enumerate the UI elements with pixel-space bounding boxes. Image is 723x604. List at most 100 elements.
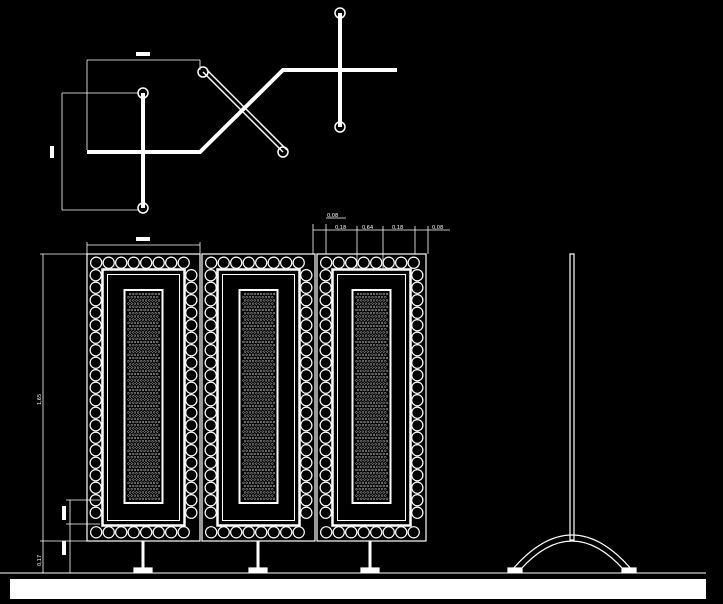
perforation-dot — [252, 436, 255, 440]
ring-circle — [407, 256, 420, 269]
perforation-dot — [268, 296, 271, 299]
perforation-dot — [143, 366, 146, 369]
perforation-dot — [384, 462, 387, 465]
perforation-dot — [358, 340, 361, 344]
perforation-dot — [379, 324, 382, 328]
perforation-dot — [264, 494, 267, 497]
perforation-dot — [271, 436, 274, 440]
perforation-dot — [244, 376, 247, 379]
perforation-dot — [361, 411, 364, 414]
perforation-dot — [272, 369, 275, 372]
perforation-dot — [127, 302, 130, 305]
perforation-dot — [153, 379, 156, 382]
perforation-dot — [151, 433, 154, 436]
ring-circle — [411, 344, 424, 357]
perforation-dot — [255, 449, 258, 452]
perforation-dot — [272, 427, 275, 430]
perforation-dot — [369, 478, 372, 481]
perforation-dot — [374, 398, 377, 401]
perforation-dot — [145, 312, 148, 315]
perforation-dot — [376, 484, 379, 488]
perforation-dot — [244, 344, 247, 347]
perforation-dot — [376, 344, 379, 347]
perforation-dot — [272, 452, 275, 456]
perforation-dot — [154, 401, 157, 404]
perforation-dot — [263, 497, 266, 500]
perforation-dot — [271, 468, 274, 472]
perforation-dot — [266, 478, 269, 481]
perforation-dot — [256, 440, 259, 443]
perforation-dot — [269, 484, 272, 488]
perforation-dot — [365, 308, 368, 312]
perforation-dot — [268, 379, 271, 382]
perforation-dot — [358, 404, 361, 408]
perforation-dot — [247, 395, 250, 398]
perforation-dot — [266, 292, 269, 296]
perforation-dot — [268, 308, 271, 312]
perforation-dot — [374, 366, 377, 369]
perforation-dot — [376, 465, 379, 468]
perforation-dot — [133, 475, 136, 478]
ring-circle — [164, 256, 178, 269]
perforation-dot — [244, 401, 247, 404]
ring-circle — [89, 281, 102, 294]
perforation-dot — [151, 472, 154, 475]
perforation-dot — [272, 408, 275, 411]
perforation-dot — [385, 299, 388, 302]
ring-circle — [204, 394, 217, 407]
perforation-dot — [248, 340, 251, 344]
ring-circle — [139, 256, 153, 269]
perforation-dot — [377, 417, 380, 420]
perforation-dot — [361, 449, 364, 452]
perforation-dot — [252, 385, 255, 388]
ring-circle — [204, 481, 217, 494]
perforation-dot — [247, 299, 250, 302]
perforation-dot — [361, 296, 364, 299]
perforation-dot — [258, 302, 261, 305]
perforation-dot — [151, 420, 154, 424]
perforation-dot — [368, 379, 371, 382]
perforation-dot — [366, 497, 369, 500]
perforation-dot — [140, 411, 143, 414]
perforation-dot — [371, 302, 374, 305]
perforation-dot — [245, 424, 248, 427]
perforation-dot — [154, 331, 157, 334]
perforation-dot — [385, 484, 388, 488]
perforation-dot — [258, 321, 261, 324]
perforation-dot — [385, 478, 388, 481]
perforation-dot — [268, 481, 271, 484]
perforation-dot — [368, 417, 371, 420]
ring-circle — [185, 281, 198, 294]
perforation-dot — [360, 363, 363, 366]
perforation-dot — [154, 292, 157, 296]
perforation-dot — [366, 363, 369, 366]
perforation-dot — [369, 408, 372, 411]
perforation-dot — [137, 411, 140, 414]
perforation-dot — [245, 315, 248, 318]
perforation-dot — [135, 305, 138, 308]
perforation-dot — [129, 459, 132, 462]
perforation-dot — [376, 401, 379, 404]
perforation-dot — [156, 456, 159, 459]
perforation-dot — [379, 363, 382, 366]
perforation-dot — [127, 360, 130, 363]
perforation-dot — [256, 459, 259, 462]
perforation-dot — [130, 443, 133, 446]
ring-circle — [300, 469, 313, 482]
perforation-dot — [266, 305, 269, 308]
perforation-dot — [365, 340, 368, 344]
perforation-dot — [369, 401, 372, 404]
perforation-dot — [247, 465, 250, 468]
perforation-dot — [138, 401, 141, 404]
perforation-dot — [244, 433, 247, 436]
perforation-dot — [256, 433, 259, 436]
perforation-dot — [138, 414, 141, 417]
perforation-dot — [263, 465, 266, 468]
perforation-dot — [247, 369, 250, 372]
perforation-dot — [272, 376, 275, 379]
perforation-dot — [373, 369, 376, 372]
perforation-dot — [271, 430, 274, 433]
perforation-dot — [253, 472, 256, 475]
perforation-dot — [263, 484, 266, 488]
perforation-dot — [148, 395, 151, 398]
